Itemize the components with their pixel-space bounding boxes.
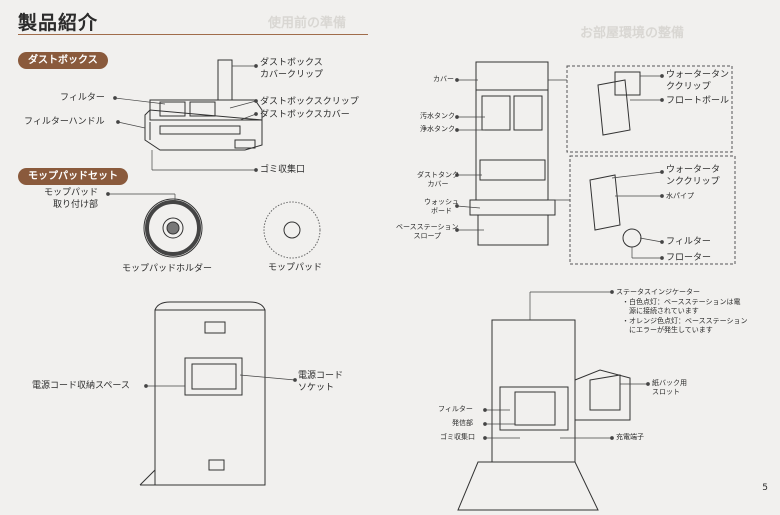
label-trash-port: ゴミ収集口 — [260, 165, 306, 175]
base-station-front-illustration — [469, 61, 556, 246]
label-water-pipe: 水パイプ — [666, 192, 694, 200]
label-emitter: 発信部 — [452, 419, 473, 427]
label-floater: フローター — [666, 253, 712, 263]
dust-box-illustration — [144, 59, 263, 151]
label-dirty-tank: 汚水タンク — [420, 112, 455, 120]
page-number: 5 — [762, 483, 768, 493]
label-wash-board: ウォッシュ ボード — [424, 198, 459, 215]
label-charge-terminal: 充電端子 — [616, 433, 644, 441]
bleed-through-text-left: 使用前の準備 — [268, 16, 347, 31]
base-station-back-illustration — [139, 301, 266, 486]
label-dust-box-clip: ダストボックスクリップ — [260, 97, 359, 107]
mop-pad-holder-illustration — [143, 198, 203, 258]
label-mop-pad-holder: モップパッドホルダー — [122, 264, 213, 274]
label-base-slope: ベースステーション スロープ — [396, 223, 459, 240]
label-mop-pad: モップパッド — [268, 263, 323, 273]
label-filter: フィルター — [60, 93, 105, 103]
label-float-ball: フロートボール — [666, 96, 730, 106]
label-paper-bag-slot: 紙バック用 スロット — [652, 379, 687, 396]
label-filter-right: フィルター — [666, 237, 711, 247]
label-water-tank-clip-2: ウォータータ ンククリップ — [666, 165, 721, 187]
label-clean-tank: 浄水タンク — [420, 125, 455, 133]
label-power-socket: 電源コード ソケット — [298, 371, 344, 393]
label-filter-handle: フィルターハンドル — [24, 117, 105, 127]
label-filter-bottom: フィルター — [438, 405, 473, 413]
section-pill-mop-pad-set: モップパッドセット — [18, 168, 128, 185]
label-status-indicator: ステータスインジケーター — [616, 288, 700, 296]
label-dust-box-cover-clip: ダストボックス カバークリップ — [260, 58, 324, 80]
base-station-open-illustration — [457, 319, 631, 511]
label-water-tank-clip: ウォータータン ククリップ — [666, 70, 730, 92]
section-pill-dust-box: ダストボックス — [18, 52, 108, 69]
label-dust-tank-cover: ダストタンク カバー — [417, 171, 459, 188]
label-mop-pad-mount: モップパッド 取り付け部 — [44, 188, 99, 210]
page-title: 製品紹介 — [18, 12, 99, 34]
water-tank-illustration — [589, 71, 642, 248]
label-cord-storage: 電源コード収納スペース — [32, 381, 130, 391]
label-status-white: ・白色点灯：ベースステーションは電 源に接続されています — [622, 298, 741, 315]
title-underline — [18, 34, 368, 35]
label-status-orange: ・オレンジ色点灯：ベースステーション にエラーが発生しています — [622, 317, 748, 334]
label-cover: カバー — [433, 75, 454, 83]
mop-pad-illustration — [263, 201, 321, 259]
label-dust-box-cover: ダストボックスカバー — [260, 110, 350, 120]
bleed-through-text-right: お部屋環境の整備 — [580, 26, 685, 41]
label-trash-port-bottom: ゴミ収集口 — [440, 433, 475, 441]
